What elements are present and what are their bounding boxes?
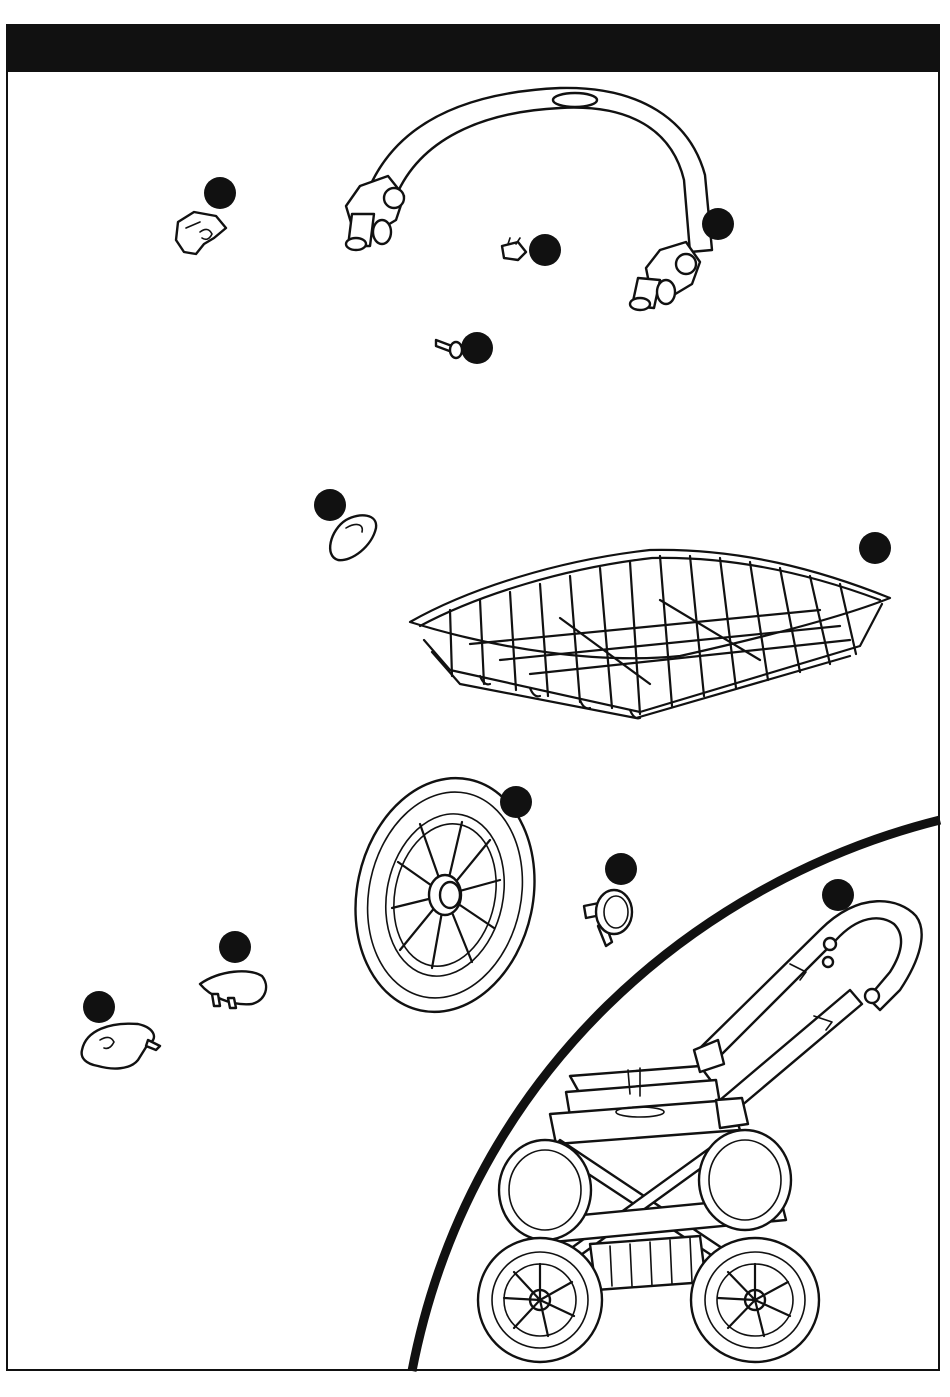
part-marker [314, 489, 346, 521]
hub-cap-icon [584, 890, 632, 946]
clip-icon [176, 212, 226, 254]
part-marker [83, 991, 115, 1023]
part-marker [605, 853, 637, 885]
part-marker [859, 532, 891, 564]
part-marker [500, 786, 532, 818]
foot-rest-icon [82, 1024, 160, 1069]
part-marker [204, 177, 236, 209]
bumper-bar-icon [346, 88, 712, 310]
part-marker [822, 879, 854, 911]
ring-clip-icon [330, 515, 376, 560]
pin-icon [436, 340, 462, 358]
part-marker [702, 208, 734, 240]
part-marker [529, 234, 561, 266]
part-marker [461, 332, 493, 364]
part-marker [219, 931, 251, 963]
connector-icon [502, 238, 526, 260]
basket-icon [410, 550, 890, 718]
foot-rest-icon [200, 971, 266, 1008]
